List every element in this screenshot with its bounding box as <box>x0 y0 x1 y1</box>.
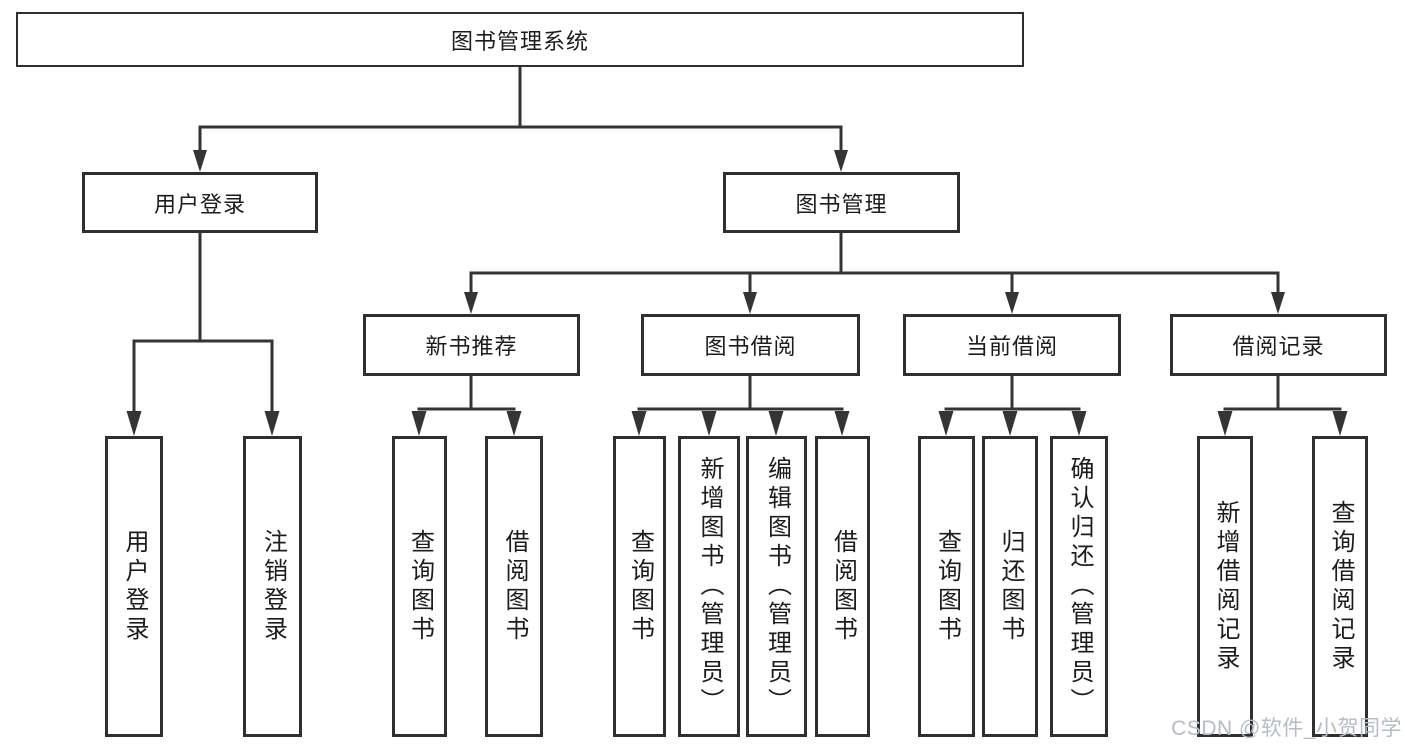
node-user-login-label: 用户登录 <box>153 191 246 217</box>
leaf-add-books-admin-label: 新增图书（管理员） <box>696 456 723 717</box>
node-book-management: 图书管理 <box>723 172 960 233</box>
node-borrow-records-label: 借阅记录 <box>1232 334 1325 359</box>
leaf-borrow-books-2: 借阅图书 <box>815 436 870 737</box>
leaf-confirm-return-admin: 确认归还（管理员） <box>1050 436 1108 737</box>
leaf-query-books-1: 查询图书 <box>392 436 447 737</box>
node-new-book-recommend: 新书推荐 <box>363 314 580 376</box>
node-book-management-label: 图书管理 <box>795 191 888 217</box>
leaf-add-borrow-record: 新增借阅记录 <box>1197 436 1253 737</box>
node-borrow-records: 借阅记录 <box>1170 314 1387 376</box>
leaf-logout-label: 注销登录 <box>259 528 287 645</box>
leaf-confirm-return-admin-label: 确认归还（管理员） <box>1066 456 1093 717</box>
leaf-query-books-2-label: 查询图书 <box>626 528 654 645</box>
leaf-borrow-books-1: 借阅图书 <box>485 436 543 737</box>
leaf-query-books-3-label: 查询图书 <box>933 528 961 645</box>
leaf-query-books-3: 查询图书 <box>918 436 975 737</box>
leaf-user-login-label: 用户登录 <box>121 528 148 645</box>
leaf-logout: 注销登录 <box>243 436 302 737</box>
leaf-query-borrow-record: 查询借阅记录 <box>1312 436 1368 737</box>
node-root-system: 图书管理系统 <box>16 12 1024 67</box>
leaf-user-login: 用户登录 <box>105 436 163 737</box>
leaf-borrow-books-2-label: 借阅图书 <box>829 528 857 645</box>
leaf-borrow-books-1-label: 借阅图书 <box>501 528 528 645</box>
arrowhead-icons <box>126 150 1348 436</box>
node-current-borrow: 当前借阅 <box>903 314 1121 376</box>
leaf-return-books-label: 归还图书 <box>997 528 1024 645</box>
leaf-add-books-admin: 新增图书（管理员） <box>678 436 740 737</box>
node-book-borrow: 图书借阅 <box>641 314 860 376</box>
leaf-return-books: 归还图书 <box>982 436 1038 737</box>
node-root-label: 图书管理系统 <box>450 28 589 54</box>
node-book-borrow-label: 图书借阅 <box>704 334 797 359</box>
leaf-query-books-1-label: 查询图书 <box>406 528 434 645</box>
csdn-watermark: CSDN @软件_小贺同学 <box>1171 717 1402 740</box>
node-user-login: 用户登录 <box>82 172 318 233</box>
leaf-query-books-2: 查询图书 <box>613 436 666 737</box>
leaf-edit-books-admin: 编辑图书（管理员） <box>746 436 807 737</box>
leaf-add-borrow-record-label: 新增借阅记录 <box>1212 499 1239 674</box>
leaf-query-borrow-record-label: 查询借阅记录 <box>1327 499 1354 674</box>
leaf-edit-books-admin-label: 编辑图书（管理员） <box>763 456 791 717</box>
node-current-borrow-label: 当前借阅 <box>965 334 1058 359</box>
node-new-book-recommend-label: 新书推荐 <box>425 334 518 359</box>
